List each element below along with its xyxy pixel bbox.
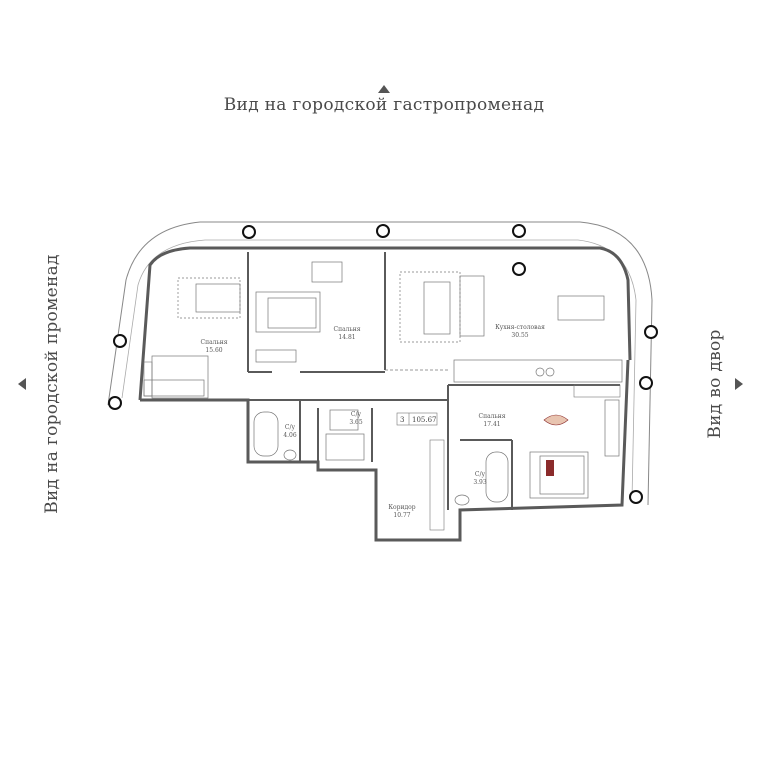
window-marker	[242, 225, 256, 239]
room-name: Коридор	[388, 504, 415, 511]
rooms-count: 3	[400, 416, 404, 424]
window-marker	[644, 325, 658, 339]
arrow-left-icon	[18, 378, 26, 390]
balcony-outline	[107, 221, 653, 506]
room-name: С/у	[285, 424, 296, 431]
room-area: 3.93	[473, 479, 487, 486]
partitions	[247, 252, 620, 510]
room-name: Спальня	[478, 413, 505, 420]
decor	[543, 414, 569, 476]
total-area: 105.67	[412, 416, 437, 424]
room-name: С/у	[351, 411, 362, 418]
bathroom-fixtures	[253, 409, 509, 506]
room-area: 4.06	[283, 432, 297, 439]
room-area: 15.60	[205, 347, 222, 354]
room-name: Спальня	[333, 326, 360, 333]
room-area: 10.77	[393, 512, 410, 519]
window-markers	[108, 224, 658, 504]
room-name: Спальня	[200, 339, 227, 346]
room-area: 14.81	[338, 334, 355, 341]
kitchen-furniture	[399, 271, 623, 383]
room-labels: Спальня 15.60 Спальня 14.81 Кухня-столов…	[200, 324, 545, 519]
window-marker	[376, 224, 390, 238]
room-area: 3.65	[349, 419, 363, 426]
room-area: 30.55	[511, 332, 528, 339]
walls	[138, 246, 632, 542]
window-marker	[512, 262, 526, 276]
room-name: С/у	[475, 471, 486, 478]
window-marker	[629, 490, 643, 504]
window-marker	[108, 396, 122, 410]
window-marker	[512, 224, 526, 238]
window-marker	[113, 334, 127, 348]
room-area: 17.41	[483, 421, 500, 428]
view-label-top: Вид на городской гастропроменад	[223, 95, 545, 115]
balcony-inner-outline	[121, 239, 637, 501]
arrow-right-icon	[735, 378, 743, 390]
window-marker	[639, 376, 653, 390]
closets	[143, 361, 621, 531]
apartment-badge: 3 105.67	[396, 412, 438, 426]
room-name: Кухня-столовая	[495, 324, 545, 331]
bedroom-1-furniture	[143, 277, 241, 399]
arrow-up-icon	[378, 85, 390, 93]
bedroom-2-furniture	[255, 261, 343, 363]
bedroom-3-furniture	[529, 399, 620, 499]
